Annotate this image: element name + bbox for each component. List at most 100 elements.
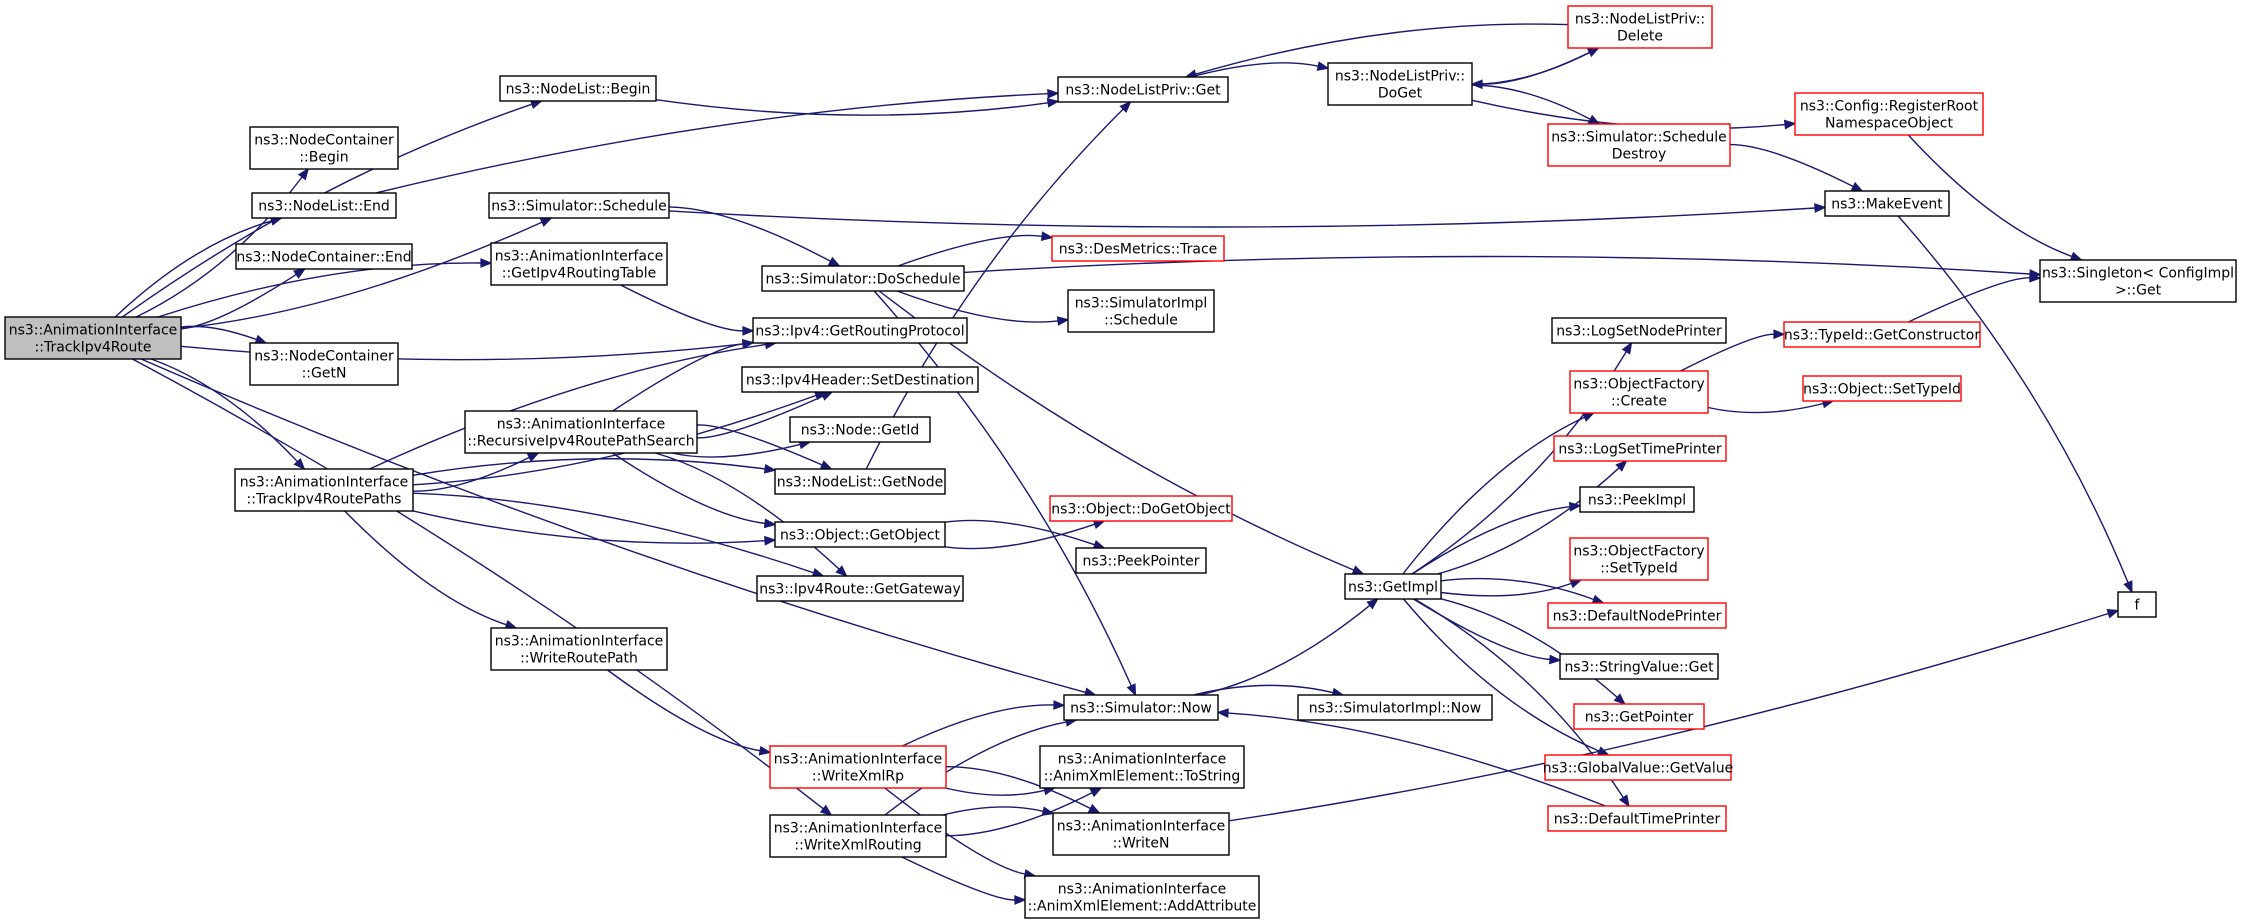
graph-node-nlpdelete[interactable]: ns3::NodeListPriv::Delete [1567,5,1713,49]
graph-node-peekpointer[interactable]: ns3::PeekPointer [1075,547,1207,574]
arrowhead [1119,100,1132,113]
graph-node-f[interactable]: f [2117,591,2157,618]
edge-writen-to-f [1228,609,2120,822]
edge-nlpdelete-to-nlpdoget [1470,47,1599,90]
edge-line [945,765,1091,810]
graph-node-simimplsched[interactable]: ns3::SimulatorImpl::Schedule [1067,289,1215,333]
graph-node-typeidgetctor[interactable]: ns3::TypeId::GetConstructor [1783,321,1981,348]
graph-node-lognodeprinter[interactable]: ns3::LogSetNodePrinter [1551,317,1727,344]
graph-node-recsearch[interactable]: ns3::AnimationInterface::RecursiveIpv4Ro… [464,410,698,454]
arrowhead [293,268,307,279]
edge-line [884,721,1067,816]
arrowhead [1041,806,1055,816]
node-box [1547,123,1731,167]
graph-node-getgateway[interactable]: ns3::Ipv4Route::GetGateway [756,575,964,602]
arrowhead [758,745,772,756]
graph-node-simimplnow[interactable]: ns3::SimulatorImpl::Now [1297,694,1493,721]
graph-node-tostring[interactable]: ns3::AnimationInterface::AnimXmlElement:… [1039,745,1245,789]
node-box [1547,602,1727,629]
edge-writexmlrp-to-tostring [945,785,1057,796]
edge-line [897,234,1043,267]
graph-node-dogetobject[interactable]: ns3::Object::DoGetObject [1049,495,1233,522]
graph-node-getrouting[interactable]: ns3::Ipv4::GetRoutingProtocol [752,317,968,344]
graph-node-deftimeprinter[interactable]: ns3::DefaultTimePrinter [1547,805,1727,832]
graph-node-logtimeprinter[interactable]: ns3::LogSetTimePrinter [1553,435,1727,462]
edge-getobject-to-dogetobject [944,519,1106,550]
graph-node-objsettypeid[interactable]: ns3::Object::SetTypeId [1802,375,1962,402]
edge-writexmlrouting-to-writen [942,806,1055,816]
graph-node-makeevent[interactable]: ns3::MakeEvent [1824,190,1950,217]
graph-node-nlbegin[interactable]: ns3::NodeList::Begin [499,75,657,102]
graph-node-defnodeprinter[interactable]: ns3::DefaultNodePrinter [1547,602,1727,629]
node-box [769,745,947,789]
node-label: ns3::StringValue::Get [1564,660,1714,676]
graph-node-getrt[interactable]: ns3::AnimationInterface::GetIpv4RoutingT… [490,242,668,286]
graph-node-nlpdoget[interactable]: ns3::NodeListPriv::DoGet [1327,62,1473,106]
edge-line [114,220,272,318]
edge-line [612,452,766,525]
graph-node-doschedule[interactable]: ns3::Simulator::DoSchedule [761,265,965,292]
node-box [1802,375,1962,402]
graph-node-singleton[interactable]: ns3::Singleton< ConfigImpl >::Get [2039,259,2237,303]
graph-node-gvgetvalue[interactable]: ns3::GlobalValue::GetValue [1543,754,1733,781]
arrowhead [764,535,777,546]
arrowhead [2029,272,2042,283]
graph-node-writen[interactable]: ns3::AnimationInterface::WriteN [1052,812,1230,856]
graph-node-getpointer[interactable]: ns3::GetPointer [1573,703,1705,730]
edge-line [1228,612,2109,822]
graph-node-writeroute[interactable]: ns3::AnimationInterface::WriteRoutePath [490,627,668,671]
edge-line [180,221,543,330]
graph-node-nlpget[interactable]: ns3::NodeListPriv::Get [1057,76,1229,103]
graph-node-ofcreate[interactable]: ns3::ObjectFactory::Create [1569,370,1709,414]
graph-node-nlgetnode[interactable]: ns3::NodeList::GetNode [774,468,946,495]
arrowhead [1470,79,1483,90]
graph-node-ncgetn[interactable]: ns3::NodeContainer::GetN [249,342,399,386]
graph-node-ofsettypeid[interactable]: ns3::ObjectFactory::SetTypeId [1569,537,1709,581]
edge-line [1440,582,1572,597]
node-label: ns3::ObjectFactory [1573,544,1704,560]
arrowhead [2069,251,2083,261]
node-label: ns3::SimulatorImpl [1075,296,1208,312]
node-box [4,316,182,360]
graph-node-desmetrics[interactable]: ns3::DesMetrics::Trace [1051,235,1225,262]
graph-node-paths[interactable]: ns3::AnimationInterface::TrackIpv4RouteP… [234,468,414,512]
node-label: ::Schedule [1104,313,1178,329]
graph-node-addattr[interactable]: ns3::AnimationInterface::AnimXmlElement:… [1024,875,1260,919]
edge-line [944,523,1096,550]
graph-node-writexmlrp[interactable]: ns3::AnimationInterface::WriteXmlRp [769,745,947,789]
node-box [1024,875,1260,919]
arrowhead [1056,316,1070,326]
node-label: Destroy [1612,147,1666,163]
graph-node-nodegetid[interactable]: ns3::Node::GetId [789,416,931,443]
graph-node-simnow[interactable]: ns3::Simulator::Now [1063,694,1219,721]
edge-line [412,510,766,544]
node-label: ns3::GetPointer [1585,710,1694,726]
graph-node-strvalget[interactable]: ns3::StringValue::Get [1559,653,1719,680]
arrowhead [819,804,833,816]
graph-node-simsched[interactable]: ns3::Simulator::Schedule [488,192,670,219]
node-label: ns3::AnimationInterface [774,752,943,768]
node-label: ::TrackIpv4RoutePaths [247,492,402,508]
graph-node-setdest[interactable]: ns3::Ipv4Header::SetDestination [741,366,979,393]
graph-node-writexmlrouting[interactable]: ns3::AnimationInterface::WriteXmlRouting [769,814,947,858]
graph-node-nlend[interactable]: ns3::NodeList::End [251,192,397,219]
node-label: ::TrackIpv4Route [35,340,152,356]
graph-node-getobject[interactable]: ns3::Object::GetObject [774,521,946,548]
edge-line [1440,577,1595,601]
arrowhead [1351,565,1365,575]
graph-node-ncend[interactable]: ns3::NodeContainer::End [235,243,413,270]
arrowhead [1773,329,1786,340]
edge-simnow-to-getimpl [1198,597,1379,696]
arrowhead [835,565,848,578]
node-label: ns3::DefaultTimePrinter [1554,812,1721,828]
node-box [490,627,668,671]
node-label: ns3::LogSetNodePrinter [1556,324,1722,340]
graph-node-ncbegin[interactable]: ns3::NodeContainer::Begin [249,126,399,170]
graph-node-getimpl[interactable]: ns3::GetImpl [1344,573,1442,600]
node-label: ns3::MakeEvent [1831,197,1943,213]
arrowhead [1618,794,1630,808]
graph-node-peekimpl[interactable]: ns3::PeekImpl [1579,486,1695,513]
